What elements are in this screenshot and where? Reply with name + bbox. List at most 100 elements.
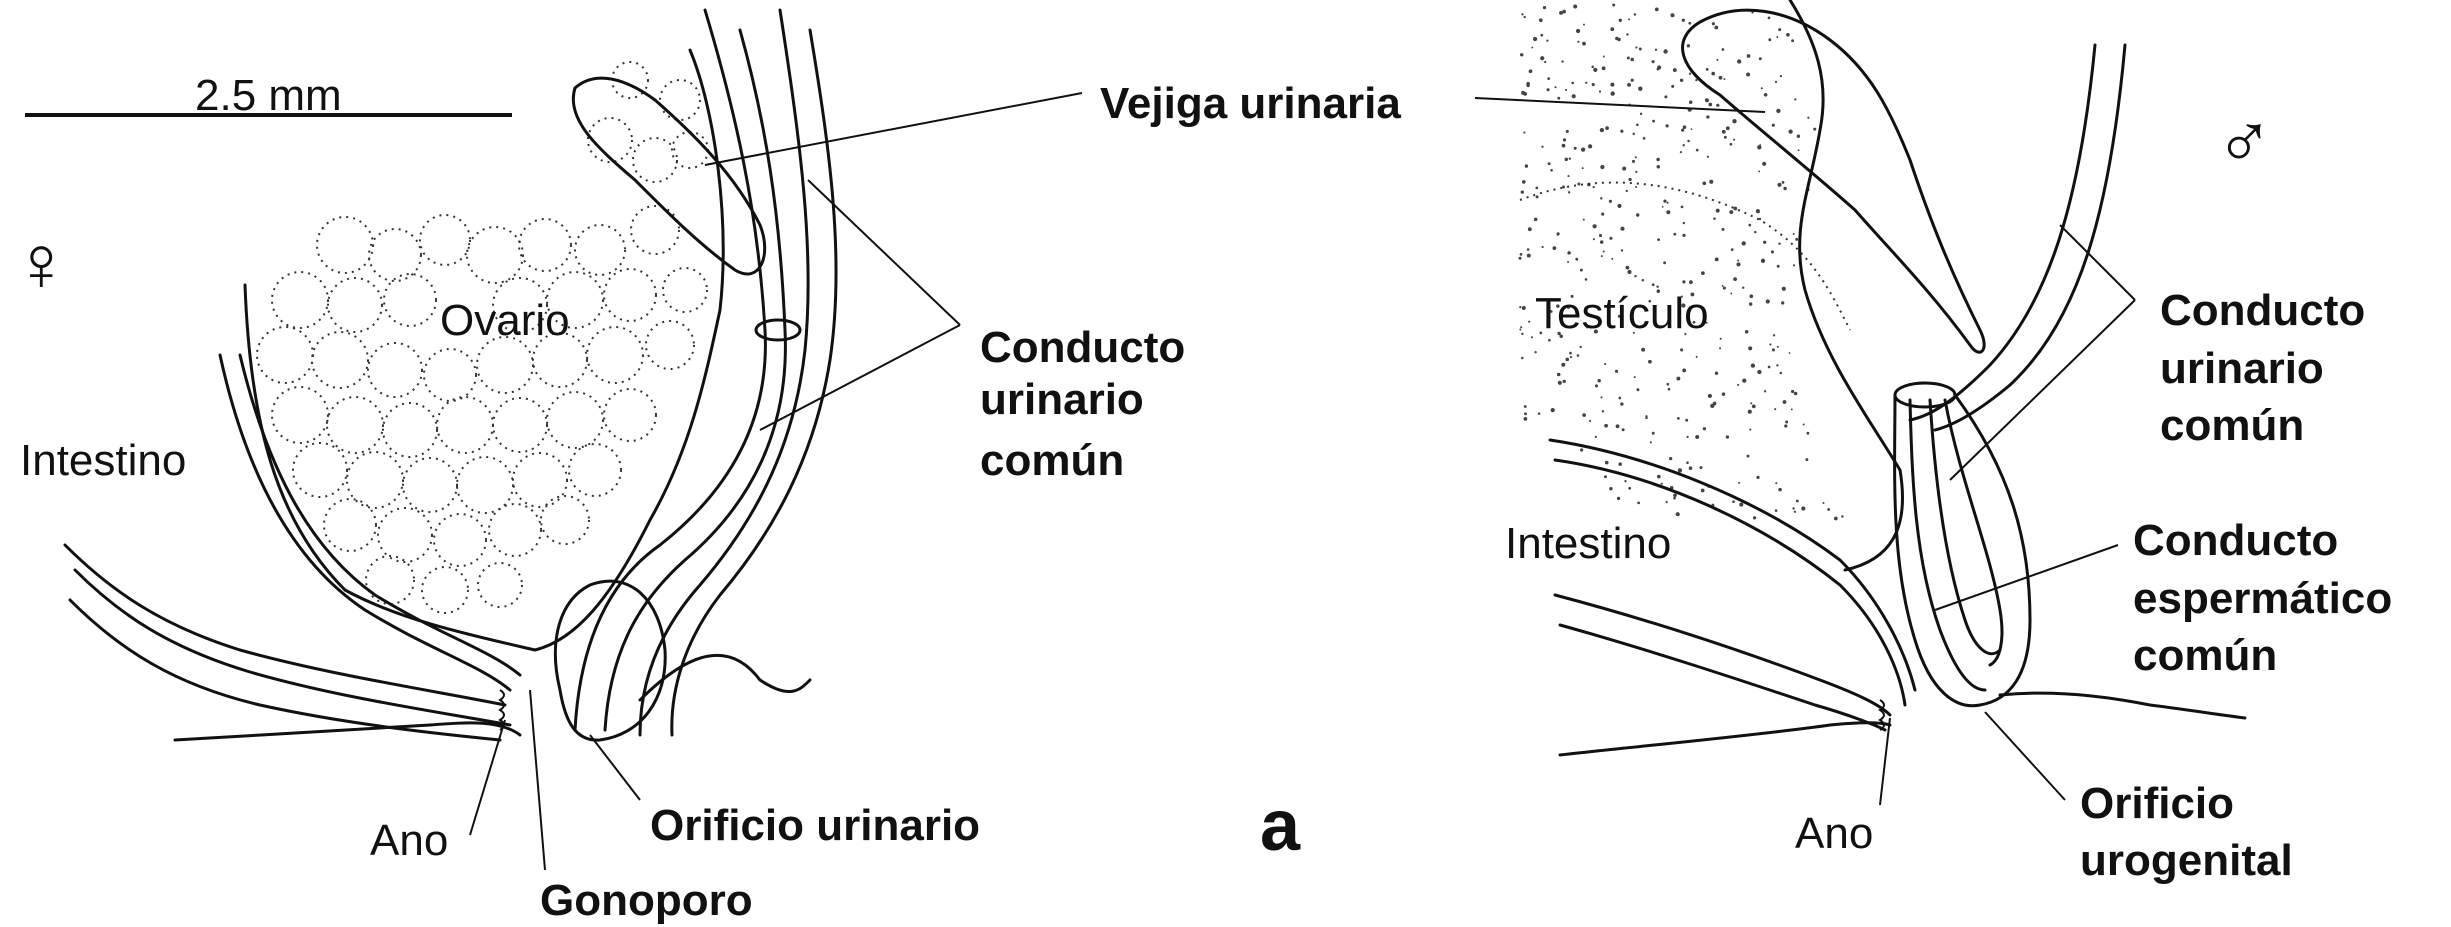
ovary-egg xyxy=(437,397,493,453)
testis-stipple-dot xyxy=(1605,461,1609,465)
testis-stipple-dot xyxy=(1593,68,1597,72)
female-intestine-upper xyxy=(220,355,510,690)
male-body-wall xyxy=(1560,723,1890,755)
testis-stipple-dot xyxy=(1628,18,1630,20)
testis-stipple-dot xyxy=(1794,98,1796,100)
testis-stipple-dot xyxy=(1807,117,1809,119)
testis-stipple-dot xyxy=(1709,180,1713,184)
testis-stipple-dot xyxy=(1707,100,1709,102)
testis-stipple-dot xyxy=(1641,348,1645,352)
ovary-egg xyxy=(293,443,347,497)
testis-stipple-dot xyxy=(1583,24,1585,26)
testis-stipple-dot xyxy=(1759,218,1761,220)
testis-stipple-dot xyxy=(1559,11,1563,15)
testis-stipple-dot xyxy=(1752,405,1756,409)
testis-stipple-dot xyxy=(1582,42,1586,46)
testis-stipple-dot xyxy=(1673,497,1676,500)
testis-stipple-dot xyxy=(1640,113,1642,115)
testis-stipple-dot xyxy=(1519,306,1521,308)
testis-stipple-dot xyxy=(1634,275,1636,277)
testis-stipple-dot xyxy=(1655,49,1657,51)
testis-stipple-dot xyxy=(1673,233,1676,236)
testis-stipple-dot xyxy=(1643,137,1646,140)
testis-stipple-dot xyxy=(1696,356,1698,358)
testis-stipple-dot xyxy=(1639,48,1642,51)
testis-stipple-dot xyxy=(1577,41,1579,43)
testis-stipple-dot xyxy=(1666,210,1670,214)
testis-stipple-dot xyxy=(1756,476,1759,479)
testis-stipple-dot xyxy=(1798,149,1800,151)
testis-stipple-dot xyxy=(1627,270,1631,274)
testis-stipple-dot xyxy=(1663,200,1666,203)
testis-stipple-dot xyxy=(1784,424,1787,427)
testis-stipple-dot xyxy=(1565,158,1568,161)
male-outer-skin xyxy=(2000,693,2245,718)
female-duct-section xyxy=(756,320,800,340)
testis-stipple-dot xyxy=(1548,339,1551,342)
testis-stipple-dot xyxy=(1604,363,1606,365)
testis-stipple-dot xyxy=(1791,390,1794,393)
testis-stipple-dot xyxy=(1683,222,1685,224)
testis-stipple-dot xyxy=(1582,413,1586,417)
testis-stipple-dot xyxy=(1756,209,1760,213)
testis-stipple-dot xyxy=(1792,507,1794,509)
testis-stipple-dot xyxy=(1726,126,1730,130)
urinary-orifice-label: Orificio urinario xyxy=(650,801,980,850)
testis-stipple-dot xyxy=(1766,299,1770,303)
ovary-egg xyxy=(547,392,603,448)
scale-bar-label: 2.5 mm xyxy=(195,71,342,120)
testis-stipple-dot xyxy=(1671,85,1674,88)
testis-stipple-dot xyxy=(1762,162,1766,166)
urogenital-orifice-line1: Orificio xyxy=(2080,779,2234,828)
testis-stipple-dot xyxy=(1582,167,1584,169)
testis-stipple-dot xyxy=(1522,180,1526,184)
testis-stipple-dot xyxy=(1574,147,1577,150)
ovary-egg xyxy=(660,80,700,120)
testis-stipple-dot xyxy=(1822,502,1824,504)
testis-stipple-dot xyxy=(1736,262,1740,266)
testis-stipple-dot xyxy=(1524,412,1527,415)
female-duct-outer-left xyxy=(575,10,765,730)
testis-stipple-dot xyxy=(1753,516,1756,519)
testis-stipple-dot xyxy=(1715,372,1718,375)
testis-stipple-dot xyxy=(1601,213,1604,216)
testis-stipple-dot xyxy=(1655,8,1659,12)
testis-stipple-dot xyxy=(1732,500,1735,503)
testis-stipple-dot xyxy=(1701,489,1705,493)
testis-stipple-dot xyxy=(1680,79,1683,82)
testis-stipple-dot xyxy=(1794,392,1798,396)
female-intestine-label: Intestino xyxy=(20,436,186,485)
testis-stipple-dot xyxy=(1604,475,1607,478)
testis-stipple-dot xyxy=(1775,482,1777,484)
ovary-egg xyxy=(257,327,313,383)
testis-stipple-dot xyxy=(1531,336,1533,338)
ovary-egg xyxy=(541,496,589,544)
testis-stipple-dot xyxy=(1687,140,1690,143)
testis-stipple-dot xyxy=(1626,266,1630,270)
ovary-egg xyxy=(672,132,708,168)
urogenital-orifice-leader xyxy=(1985,712,2065,800)
testis-stipple-dot xyxy=(1524,417,1528,421)
testis-stipple-dot xyxy=(1713,217,1716,220)
testis-stipple-dot xyxy=(1759,144,1761,146)
testis-stipple-dot xyxy=(1789,352,1791,354)
testis-stipple-dot xyxy=(1676,512,1680,516)
testis-stipple-dot xyxy=(1716,209,1720,213)
testis-stipple-dot xyxy=(1636,388,1639,391)
testis-stipple-dot xyxy=(1593,238,1595,240)
testis-stipple-dot xyxy=(1701,271,1705,275)
testis-stipple-dot xyxy=(1612,4,1615,7)
ovary-egg xyxy=(631,206,679,254)
testis-stipple-dot xyxy=(1754,231,1756,233)
testis-stipple-dot xyxy=(1609,487,1612,490)
testis-stipple-dot xyxy=(1588,144,1592,148)
female-urinary-papilla xyxy=(555,581,665,740)
testis-stipple-dot xyxy=(1785,420,1788,423)
testis-stipple-dot xyxy=(1724,136,1727,139)
male-urogenital-papilla xyxy=(1895,395,2030,706)
ovary-egg xyxy=(327,397,383,453)
ovary-egg xyxy=(519,219,571,271)
testis-stipple-dot xyxy=(1716,59,1718,61)
testis-stipple-dot xyxy=(1715,257,1719,261)
male-common-urinary-duct-line2: urinario xyxy=(2160,344,2324,393)
